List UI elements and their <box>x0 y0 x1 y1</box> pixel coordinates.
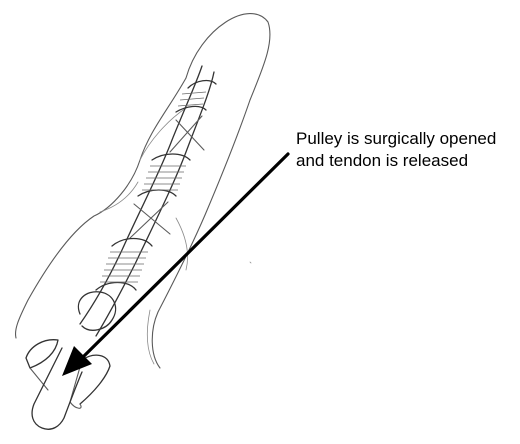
annotation-line-2: and tendon is released <box>296 150 496 172</box>
finger-outline <box>16 14 270 368</box>
annotation-line-1: Pulley is surgically opened <box>296 128 496 150</box>
pointer-arrow <box>62 154 288 376</box>
annotation-label: Pulley is surgically opened and tendon i… <box>296 128 496 172</box>
